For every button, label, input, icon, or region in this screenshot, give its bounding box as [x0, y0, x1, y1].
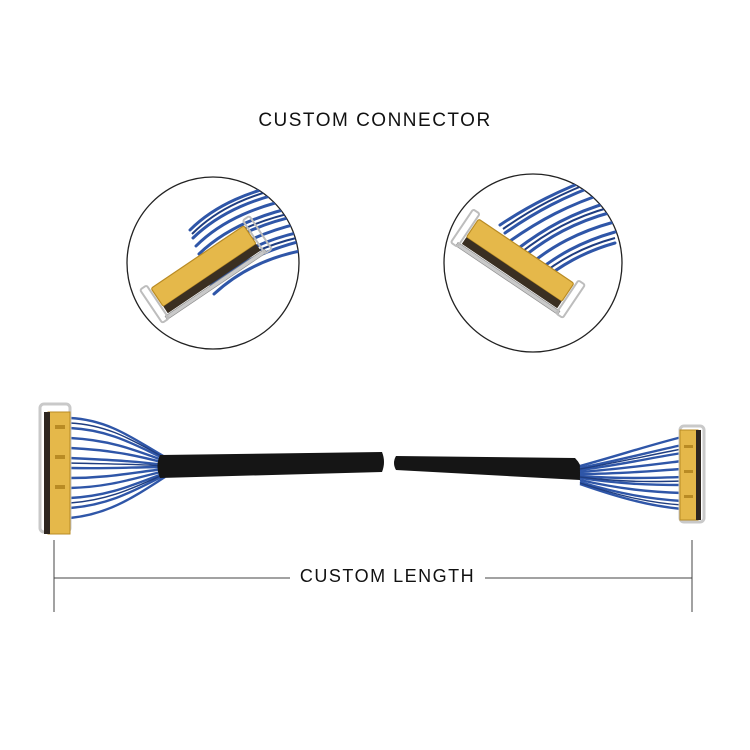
left-connector-closeup — [126, 176, 300, 350]
left-fanout-wires — [69, 416, 166, 520]
right-fanout-wires — [579, 435, 683, 511]
right-connector-closeup — [443, 173, 623, 353]
custom-length-label: CUSTOM LENGTH — [290, 566, 485, 587]
left-cable-jacket — [157, 452, 384, 478]
length-dimension-line — [53, 540, 693, 612]
closeup-connector-left — [139, 215, 272, 324]
right-end-connector — [678, 424, 706, 524]
custom-connector-heading: CUSTOM CONNECTOR — [258, 110, 492, 131]
right-cable-half — [394, 424, 706, 524]
left-end-connector — [38, 402, 72, 535]
left-cable-half — [38, 402, 384, 535]
right-cable-jacket — [394, 456, 582, 480]
